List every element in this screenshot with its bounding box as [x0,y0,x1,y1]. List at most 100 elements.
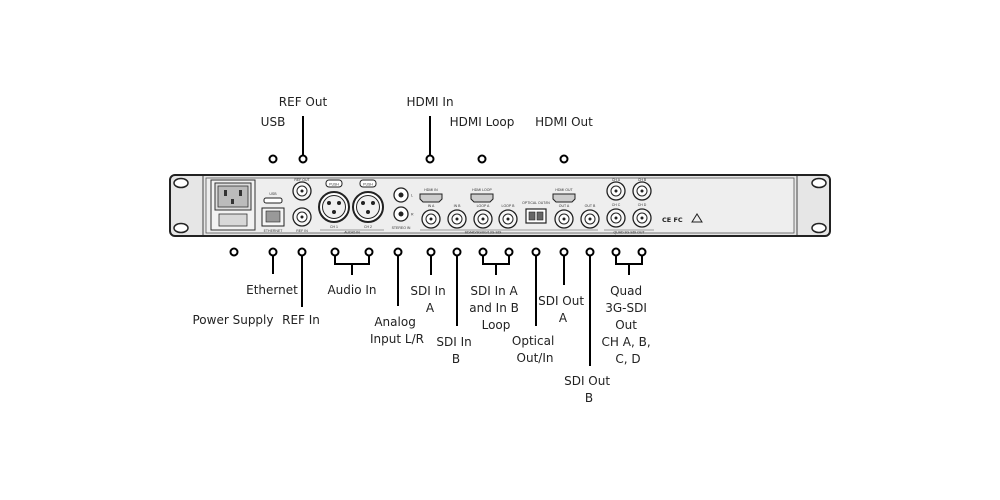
panel-quad-group-label: QUAD 3G-SDI OUT [613,231,645,235]
panel-ref-in-label: REF IN [296,229,308,233]
bottom-callout-dots [229,247,647,257]
label-sdi-loop-line-3: Loop [482,318,511,332]
callout-dot-loop-b [504,247,514,257]
callout-dot-ethernet [268,247,278,257]
label-quad-sdi-line-5: C, D [615,352,640,366]
label-sdi-out-b: SDI Out B [564,374,614,405]
label-sdi-out-a-line-1: SDI Out [538,294,584,308]
panel-r-label: R [411,213,414,217]
label-analog-input-line-1: Analog [374,315,415,329]
label-ethernet: Ethernet [246,283,298,297]
optical-sfp-port: OPTICAL OUT/IN [522,201,550,224]
cert-text: CE FC [662,216,683,224]
panel-out-b-label: OUT B [585,204,596,208]
panel-sdi-group-label: SD/HD/3G/6G/12G-SDI [465,231,502,235]
panel-usb-label: USB [269,192,277,196]
label-optical-line-1: Optical [512,334,554,348]
label-sdi-out-b-line-1: SDI Out [564,374,610,388]
label-optical-line-2: Out/In [517,351,554,365]
panel-ch-c-label: CH C [612,203,621,207]
panel-stereo-in-label: STEREO IN [392,226,411,230]
label-quad-sdi-line-4: CH A, B, [602,335,651,349]
panel-in-b-label: IN B [454,204,461,208]
panel-ref-out-label: REF OUT [294,178,310,182]
ref-connectors: REF OUT REF IN [292,178,312,233]
callout-dot-hdmi-out [559,154,569,164]
label-ref-in: REF In [282,313,320,327]
panel-audio-in-label: AUDIO IN [344,231,360,235]
label-power-supply: Power Supply [193,313,274,327]
callout-dot-optical [531,247,541,257]
panel-push-label-2: PUSH [363,183,373,187]
top-leader-lines [302,116,431,159]
callout-dot-sdi-in-a [426,247,436,257]
bottom-leader-lines [272,252,643,366]
bottom-callout-labels: Power Supply Ethernet REF In Audio In An… [193,283,655,405]
panel-optical-label: OPTICAL OUT/IN [522,201,550,205]
label-sdi-in-b-line-1: SDI In [436,335,471,349]
callout-dot-loop-a [478,247,488,257]
callout-dot-audio-1 [330,247,340,257]
label-quad-sdi: Quad 3G-SDI Out CH A, B, C, D [602,284,655,366]
rack-hole-top-left [173,177,189,189]
rca-stereo-inputs: L R STEREO IN [392,187,414,230]
hdmi-loop-port: HDMI LOOP [470,188,494,203]
label-sdi-in-a-line-2: A [426,301,435,315]
callout-dot-power [229,247,239,257]
panel-hdmi-out-label: HDMI OUT [555,188,573,192]
label-sdi-loop: SDI In A and In B Loop [469,284,522,332]
rack-hole-top-right [811,177,827,189]
label-hdmi-loop: HDMI Loop [450,115,515,129]
callout-dot-hdmi-loop [477,154,487,164]
callout-dot-sdi-out-b [585,247,595,257]
panel-ethernet-label: ETHERNET [264,229,284,233]
panel-ch-a-label: CH A [612,178,621,182]
panel-in-a-label: IN A [428,204,435,208]
label-sdi-in-a: SDI In A [410,284,449,315]
chassis [169,174,831,237]
label-hdmi-in: HDMI In [406,95,453,109]
label-sdi-loop-line-1: SDI In A [470,284,518,298]
power-inlet [210,179,256,231]
label-sdi-out-a: SDI Out A [538,294,588,325]
usb-port: USB [263,192,283,204]
callout-dot-audio-2 [364,247,374,257]
panel-ch-d-label: CH D [638,203,647,207]
label-analog-input-line-2: Input L/R [370,332,424,346]
hdmi-out-port: HDMI OUT [552,188,576,203]
quad-sdi-outputs: CH A CH B CH C CH D QUAD 3G-SDI OUT [604,178,654,235]
xlr-audio-inputs: PUSH CH 1 PUSH CH 2 AUDIO IN [318,179,384,235]
callout-dot-hdmi-in [425,154,435,164]
label-usb: USB [261,115,286,129]
label-sdi-loop-line-2: and In B [469,301,519,315]
panel-hdmi-loop-label: HDMI LOOP [472,188,492,192]
panel-loop-a-label: LOOP A [477,204,490,208]
hdmi-in-port: HDMI IN [419,188,443,203]
label-optical: Optical Out/In [512,334,558,365]
top-callout-labels: USB REF Out HDMI In HDMI Loop HDMI Out [261,95,593,129]
callout-dot-sdi-out-a [559,247,569,257]
panel-push-label-1: PUSH [329,183,339,187]
panel-hdmi-in-label: HDMI IN [424,188,438,192]
panel-l-label: L [411,194,413,198]
panel-ch-b-label: CH B [638,178,647,182]
label-ref-out: REF Out [279,95,328,109]
callout-dot-quad-1 [611,247,621,257]
label-hdmi-out: HDMI Out [535,115,593,129]
callout-dot-ref-out [298,154,308,164]
callout-dot-sdi-in-b [452,247,462,257]
callout-dot-ref-in [297,247,307,257]
top-callout-dots [268,154,569,164]
label-quad-sdi-line-3: Out [615,318,637,332]
label-quad-sdi-line-1: Quad [610,284,642,298]
rack-hole-bottom-right [811,222,827,234]
rack-hole-bottom-left [173,222,189,234]
label-audio-in: Audio In [327,283,376,297]
callout-dot-analog [393,247,403,257]
label-sdi-out-a-line-2: A [559,311,568,325]
certification-marks: CE FC [662,213,703,224]
label-sdi-out-b-line-2: B [585,391,593,405]
callout-dot-usb [268,154,278,164]
warning-triangle-icon [691,213,703,223]
ethernet-port: ETHERNET [261,207,285,233]
